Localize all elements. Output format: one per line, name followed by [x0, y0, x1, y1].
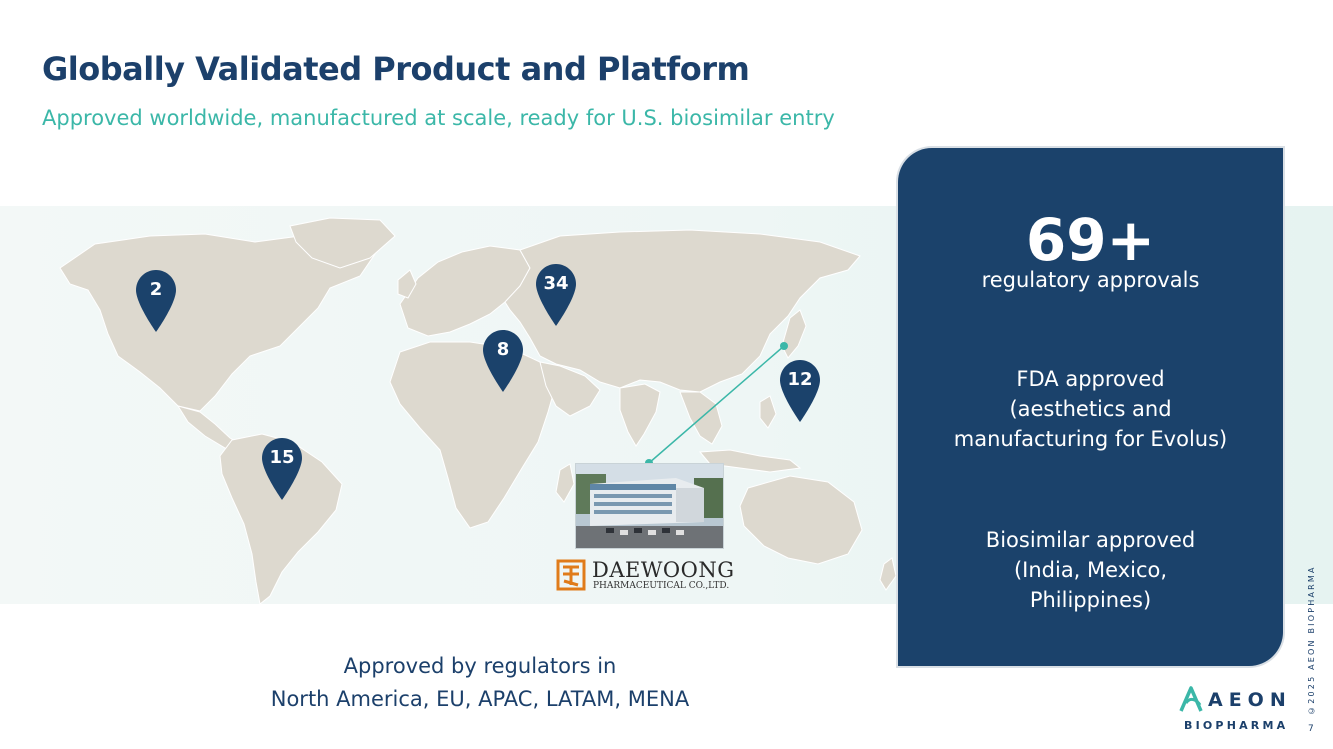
fda-approval-block: FDA approved (aesthetics and manufacturi…	[908, 364, 1273, 454]
world-map	[59, 217, 897, 605]
page-number: 7	[1308, 724, 1314, 734]
biosimilar-line-1: Biosimilar approved	[985, 528, 1196, 552]
pin-count: 8	[496, 339, 510, 360]
approvals-count: 69+	[1025, 206, 1156, 274]
map-pin-icon	[136, 270, 176, 332]
daewoong-logo: DAEWOONG PHARMACEUTICAL CO.,LTD.	[556, 558, 746, 594]
greenland-landmass	[289, 217, 396, 269]
india-landmass	[619, 383, 661, 447]
new-zealand-landmass	[879, 557, 897, 591]
pin-count: 12	[787, 369, 813, 390]
australia-landmass	[739, 475, 863, 565]
south-america-landmass	[219, 433, 343, 605]
biosimilar-approval-block: Biosimilar approved (India, Mexico, Phil…	[908, 525, 1273, 615]
brand-name: AEON	[1208, 689, 1292, 711]
stats-card: 69+ regulatory approvals FDA approved (a…	[898, 148, 1283, 666]
map-pin-icon	[780, 360, 820, 422]
map-pin-icon	[262, 438, 302, 500]
uk-landmass	[397, 269, 417, 299]
brand-subtitle: BIOPHARMA	[1184, 719, 1289, 732]
arabian-peninsula-landmass	[539, 361, 601, 417]
regulators-line-2: North America, EU, APAC, LATAM, MENA	[270, 687, 690, 711]
philippines-landmass	[759, 395, 777, 429]
daewoong-logo-subtitle: PHARMACEUTICAL CO.,LTD.	[593, 581, 730, 591]
daewoong-emblem-icon	[556, 559, 586, 591]
regulators-line-1: Approved by regulators in	[343, 654, 617, 678]
facility-photo	[575, 463, 724, 549]
map-pin-middle-east[interactable]: 8	[483, 330, 523, 392]
map-pin-asia-pacific[interactable]: 12	[780, 360, 820, 422]
map-pin-icon	[483, 330, 523, 392]
regulators-caption: Approved by regulators in North America,…	[230, 650, 730, 716]
madagascar-landmass	[555, 463, 575, 503]
approvals-caption: regulatory approvals	[981, 268, 1200, 292]
north-america-landmass	[59, 233, 376, 412]
pin-count: 2	[149, 279, 163, 300]
pin-count: 34	[543, 273, 569, 294]
fda-line-1: FDA approved	[1016, 367, 1165, 391]
page-title: Globally Validated Product and Platform	[42, 50, 750, 88]
map-pin-north-america[interactable]: 2	[136, 270, 176, 332]
fda-line-2: (aesthetics and	[1009, 397, 1172, 421]
map-pin-icon	[536, 264, 576, 326]
map-pin-latin-america[interactable]: 15	[262, 438, 302, 500]
fda-line-3: manufacturing for Evolus)	[953, 427, 1228, 451]
biosimilar-line-3: Philippines)	[1029, 588, 1152, 612]
page-subtitle: Approved worldwide, manufactured at scal…	[42, 106, 835, 130]
daewoong-logo-name: DAEWOONG	[592, 558, 735, 582]
biosimilar-line-2: (India, Mexico,	[1013, 558, 1168, 582]
map-pin-europe[interactable]: 34	[536, 264, 576, 326]
aeon-biopharma-logo: AEON BIOPHARMA	[1178, 685, 1293, 735]
copyright-notice: ©2025 AEON BIOPHARMA	[1307, 565, 1316, 715]
aeon-logo-icon	[1179, 686, 1203, 712]
pin-count: 15	[269, 447, 295, 468]
